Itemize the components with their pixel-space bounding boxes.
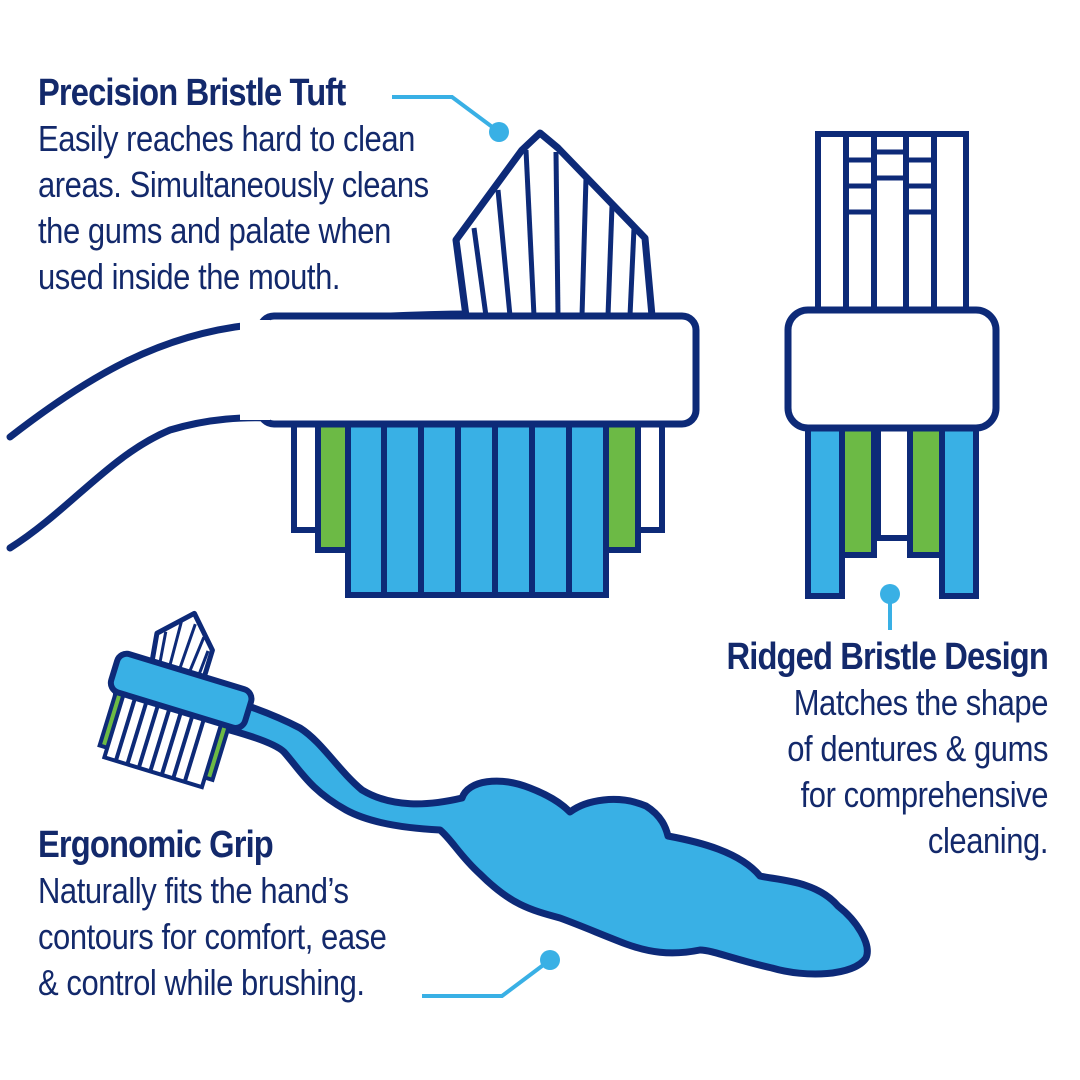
ridged-leader-dot — [880, 584, 900, 604]
full-toothbrush — [97, 610, 871, 978]
front-bristle-green-right — [907, 417, 945, 558]
front-view-head-body — [784, 306, 1000, 432]
side-view-handle-bottom-edge — [6, 414, 276, 552]
front-bristle-green-left — [839, 417, 877, 558]
precision-bristle-callout: Precision Bristle Tuft Easily reaches ha… — [38, 70, 598, 300]
front-top-bristles — [815, 131, 969, 317]
precision-line-4: used inside the mouth. — [38, 256, 341, 297]
side-view-head-body — [256, 312, 700, 428]
ergonomic-title: Ergonomic Grip — [38, 824, 274, 866]
precision-line-1: Easily reaches hard to clean — [38, 118, 415, 159]
side-bristle-green-left — [315, 417, 351, 553]
ergonomic-line-2: contours for comfort, ease — [38, 916, 387, 957]
ergonomic-line-3: & control while brushing. — [38, 962, 365, 1003]
side-bristle-white-right — [635, 417, 665, 533]
ergonomic-leader-dot — [540, 950, 560, 970]
callout-leader-dots — [489, 122, 900, 970]
precision-tuft-strands — [471, 147, 637, 317]
front-bristle-blue-left — [805, 417, 845, 599]
mini-head-body — [107, 650, 255, 731]
front-bristle-white-center — [875, 417, 913, 541]
precision-line-3: the gums and palate when — [38, 210, 391, 251]
side-bristle-white-left — [291, 417, 321, 533]
precision-title: Precision Bristle Tuft — [38, 72, 346, 114]
front-bristle-blue-right — [939, 417, 979, 599]
front-top-bristle-ridges — [846, 149, 934, 215]
side-bristles-blue — [345, 417, 609, 598]
ridged-line-2: of dentures & gums — [787, 728, 1048, 769]
ridged-line-1: Matches the shape — [793, 682, 1049, 723]
ridged-line-3: for comprehensive — [800, 774, 1049, 815]
ridged-bristle-callout: Ridged Bristle Design Matches the shape … — [488, 634, 1048, 864]
ergonomic-leader-line — [422, 958, 552, 998]
ergonomic-grip-callout: Ergonomic Grip Naturally fits the hand’s… — [38, 822, 598, 1006]
precision-leader-line — [392, 95, 501, 134]
ergonomic-grip-handle — [112, 666, 871, 978]
ergonomic-line-1: Naturally fits the hand’s — [38, 870, 349, 911]
front-view-brush-head — [784, 131, 1000, 599]
side-view-head-cover — [240, 320, 270, 420]
side-bristle-green-right — [603, 417, 641, 553]
ridged-line-4: cleaning. — [927, 820, 1048, 861]
side-view-brush-head — [6, 129, 700, 598]
ridged-title: Ridged Bristle Design — [726, 636, 1048, 678]
precision-line-2: areas. Simultaneously cleans — [38, 164, 429, 205]
precision-leader-dot — [489, 122, 509, 142]
